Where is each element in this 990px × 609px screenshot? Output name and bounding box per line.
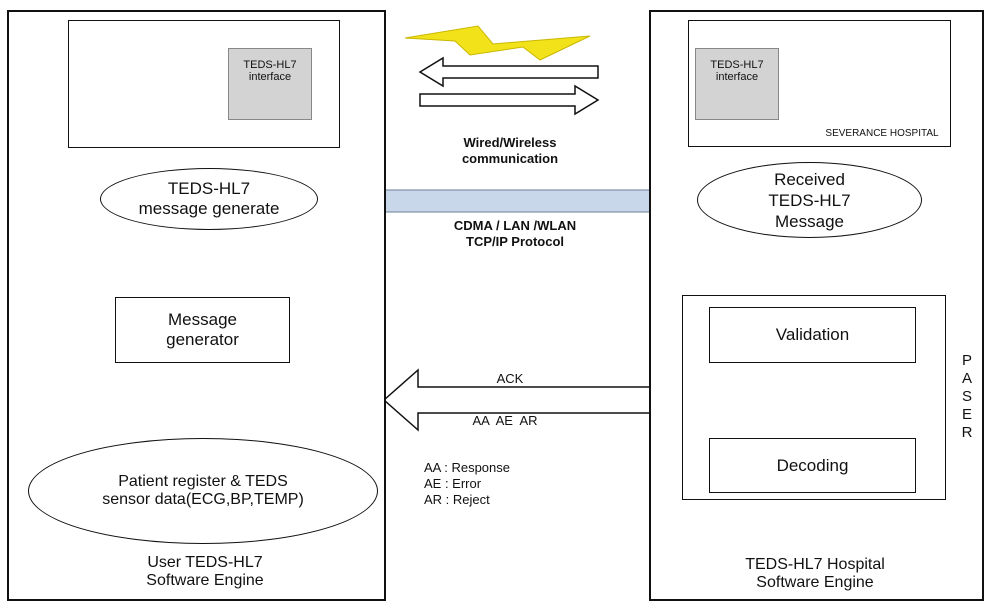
hospital-engine-title: TEDS-HL7 Hospital Software Engine (745, 556, 885, 591)
decoding-label: Decoding (776, 455, 849, 475)
received-message-ellipse: Received TEDS-HL7 Message (697, 162, 922, 238)
message-generate-label: TEDS-HL7 message generate (138, 179, 280, 218)
message-generator-box: Message generator (115, 297, 290, 363)
user-engine-title: User TEDS-HL7 Software Engine (146, 554, 264, 589)
wireless-right-arrow (419, 84, 600, 116)
legend-item-ae: AE : Error (424, 476, 482, 491)
ack-label: ACK (496, 371, 524, 386)
lightning-icon (404, 25, 591, 61)
paser-label: PASER (961, 352, 973, 441)
validation-label: Validation (775, 325, 850, 344)
ack-legend: AA : Response AE : Error AR : Reject (424, 460, 510, 508)
message-generator-label: Message generator (166, 310, 239, 349)
protocol-label: CDMA / LAN /WLAN TCP/IP Protocol (453, 218, 577, 249)
validation-box: Validation (709, 307, 916, 363)
patient-register-ellipse: Patient register & TEDS sensor data(ECG,… (28, 438, 378, 544)
decoding-box: Decoding (709, 438, 916, 493)
legend-item-ar: AR : Reject (424, 492, 490, 507)
communication-label: Wired/Wireless communication (461, 135, 559, 166)
hospital-name: SEVERANCE HOSPITAL (825, 128, 939, 139)
received-message-label: Received TEDS-HL7 Message (768, 169, 851, 231)
hospital-interface-label: TEDS-HL7 interface (695, 48, 779, 120)
wireless-left-arrow (418, 56, 599, 88)
message-generate-ellipse: TEDS-HL7 message generate (100, 168, 318, 230)
legend-item-aa: AA : Response (424, 460, 510, 475)
user-interface-label: TEDS-HL7 interface (228, 48, 312, 120)
patient-register-label: Patient register & TEDS sensor data(ECG,… (102, 473, 304, 508)
ack-codes-label: AA AE AR (472, 413, 538, 428)
